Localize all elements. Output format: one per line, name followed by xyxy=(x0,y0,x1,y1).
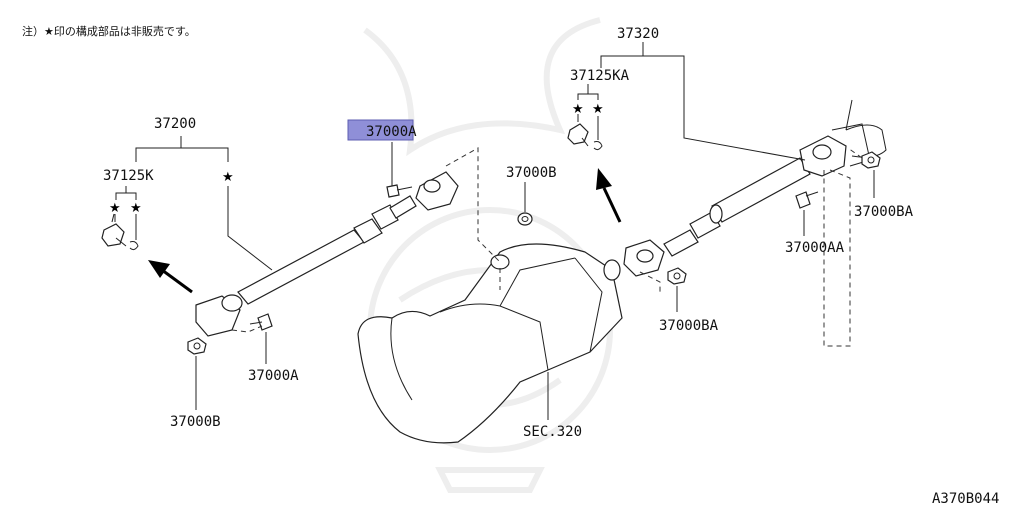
label-37000a-left[interactable]: 37000A xyxy=(248,368,299,384)
non-sale-note: 注）★印の構成部品は非販売です。 xyxy=(22,25,196,38)
star-marker-rear-kit-1: ★ xyxy=(109,201,121,216)
label-37000a-selected[interactable]: 37000A xyxy=(366,124,417,140)
flange-bolt-left[interactable] xyxy=(249,313,273,331)
front-propeller-shaft[interactable] xyxy=(623,99,887,277)
label-37000ba-lower[interactable]: 37000BA xyxy=(659,318,719,334)
front-joint-kit-part[interactable] xyxy=(567,114,603,151)
star-marker-rear-kit-2: ★ xyxy=(130,201,142,216)
flange-nut-left[interactable] xyxy=(187,337,207,355)
diagram-code: A370B044 xyxy=(932,491,999,507)
label-sec-320[interactable]: SEC.320 xyxy=(523,424,582,440)
alignment-dashes xyxy=(231,147,863,347)
star-marker-rear-assy: ★ xyxy=(222,170,234,185)
transmission-housing[interactable] xyxy=(357,243,623,444)
star-marker-front-kit-2: ★ xyxy=(592,102,604,117)
leader-lines xyxy=(114,42,875,420)
label-37125ka[interactable]: 37125KA xyxy=(570,68,630,84)
direction-arrow-right xyxy=(596,168,622,223)
front-nut-upper[interactable] xyxy=(861,151,881,169)
front-nut-lower[interactable] xyxy=(667,267,687,285)
flange-bolt-selected[interactable] xyxy=(386,184,413,198)
label-37000ba-upper[interactable]: 37000BA xyxy=(854,204,914,220)
label-37200[interactable]: 37200 xyxy=(154,116,196,132)
label-37320[interactable]: 37320 xyxy=(617,26,659,42)
selected-part-highlight xyxy=(347,119,414,141)
transmission-nut[interactable] xyxy=(517,212,533,226)
rear-joint-kit-part[interactable] xyxy=(101,213,139,251)
label-37000b-center[interactable]: 37000B xyxy=(506,165,557,181)
rear-propeller-shaft[interactable] xyxy=(195,171,459,337)
front-bolt[interactable] xyxy=(795,191,819,209)
label-37000b-left[interactable]: 37000B xyxy=(170,414,221,430)
label-37000aa[interactable]: 37000AA xyxy=(785,240,845,256)
label-37125k[interactable]: 37125K xyxy=(103,168,154,184)
direction-arrow-left xyxy=(148,260,193,294)
star-marker-front-kit-1: ★ xyxy=(572,102,584,117)
